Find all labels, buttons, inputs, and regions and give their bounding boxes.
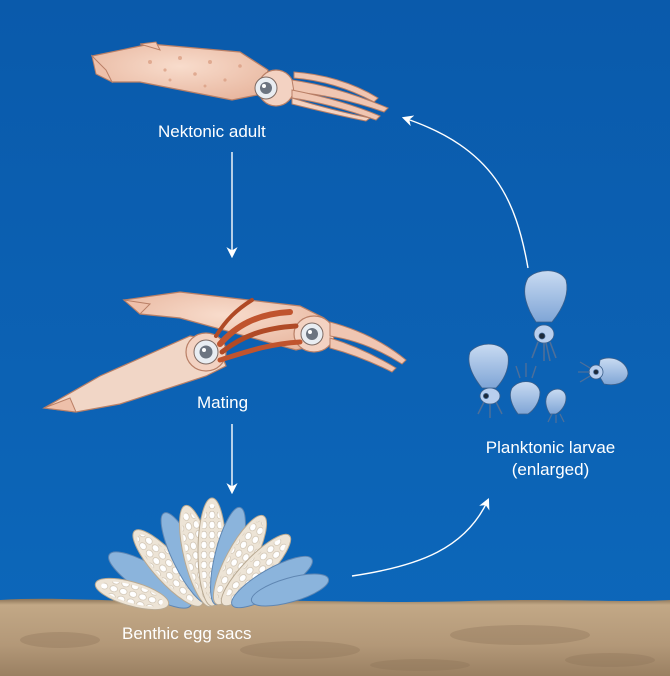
- larva-4: [545, 388, 567, 423]
- label-larvae-line1: Planktonic larvae: [485, 438, 616, 457]
- larva-2: [468, 343, 509, 418]
- cycle-arrows: [226, 115, 529, 577]
- nektonic-adult-squid: [90, 41, 389, 122]
- planktonic-larvae: [468, 270, 629, 423]
- label-planktonic-larvae: Planktonic larvae (enlarged): [468, 437, 633, 481]
- mating-squids: [42, 291, 407, 413]
- larva-5: [578, 357, 629, 386]
- label-larvae-line2: (enlarged): [511, 460, 590, 479]
- seafloor-texture: [20, 625, 655, 671]
- arrow-larvae-to-adult: [401, 115, 529, 269]
- label-mating: Mating: [197, 393, 249, 412]
- label-nektonic-adult: Nektonic adult: [158, 122, 266, 141]
- label-benthic-egg-sacs: Benthic egg sacs: [122, 624, 252, 643]
- arrow-eggs-to-larvae: [351, 497, 490, 577]
- larva-1: [524, 270, 568, 362]
- larva-3: [510, 363, 541, 415]
- seafloor: [0, 598, 670, 676]
- benthic-egg-sacs: [94, 497, 330, 611]
